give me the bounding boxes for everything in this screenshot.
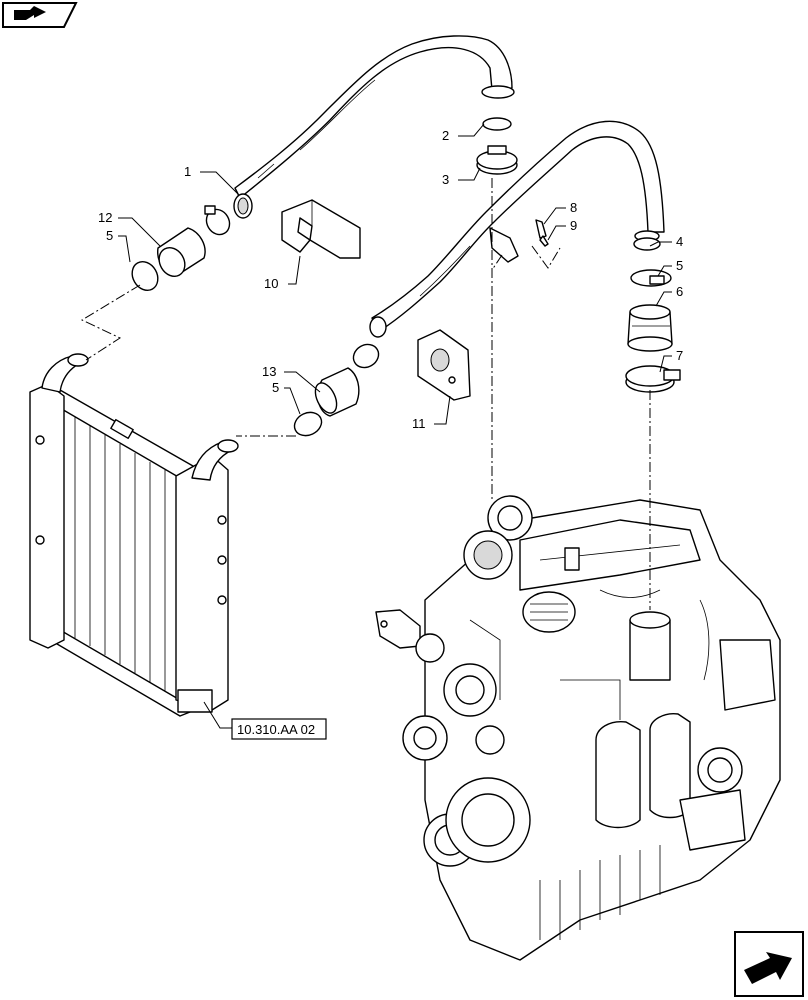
sleeve-13: [314, 367, 360, 417]
callout-3: 3: [442, 172, 449, 187]
callout-9: 9: [570, 218, 577, 233]
callout-8: 8: [570, 200, 577, 215]
clamp-left: [131, 260, 159, 292]
upper-hose: [233, 35, 515, 219]
callout-5-right: 5: [676, 258, 683, 273]
bracket: [281, 199, 361, 259]
clamp-7: [625, 365, 681, 393]
callout-10: 10: [264, 276, 278, 291]
small-clamp: [204, 205, 231, 236]
next-page-arrow-icon[interactable]: [734, 931, 804, 997]
clamp-right: [630, 269, 672, 287]
hose-end: [633, 237, 661, 251]
engine: [375, 495, 781, 961]
callout-leaders: [118, 123, 672, 729]
callout-13: 13: [262, 364, 276, 379]
intercooler: [29, 353, 239, 717]
book-arrow-icon[interactable]: [2, 2, 78, 28]
clamp-lower: [293, 411, 323, 437]
reference-box[interactable]: 10.310.AA 02: [231, 718, 327, 740]
clamp-13-top: [352, 343, 380, 369]
sleeve-6: [627, 304, 673, 352]
callout-1: 1: [184, 164, 191, 179]
callout-11: 11: [412, 416, 426, 431]
callout-4: 4: [676, 234, 683, 249]
clamp: [476, 145, 518, 175]
assembly-lines: [80, 178, 651, 610]
bracket-11: [417, 329, 471, 401]
bolt: [531, 219, 561, 269]
sleeve: [157, 227, 206, 278]
callout-5-left: 5: [106, 228, 113, 243]
reference-box-label: 10.310.AA 02: [237, 722, 315, 737]
right-hose: [369, 120, 665, 338]
callout-5-mid: 5: [272, 380, 279, 395]
callout-12: 12: [98, 210, 112, 225]
callout-6: 6: [676, 284, 683, 299]
callout-7: 7: [676, 348, 683, 363]
callout-labels: 1 2 3 4 5 5 5 6 7 8 9 10 11 12 13: [98, 128, 683, 431]
callout-2: 2: [442, 128, 449, 143]
o-ring: [482, 117, 512, 131]
